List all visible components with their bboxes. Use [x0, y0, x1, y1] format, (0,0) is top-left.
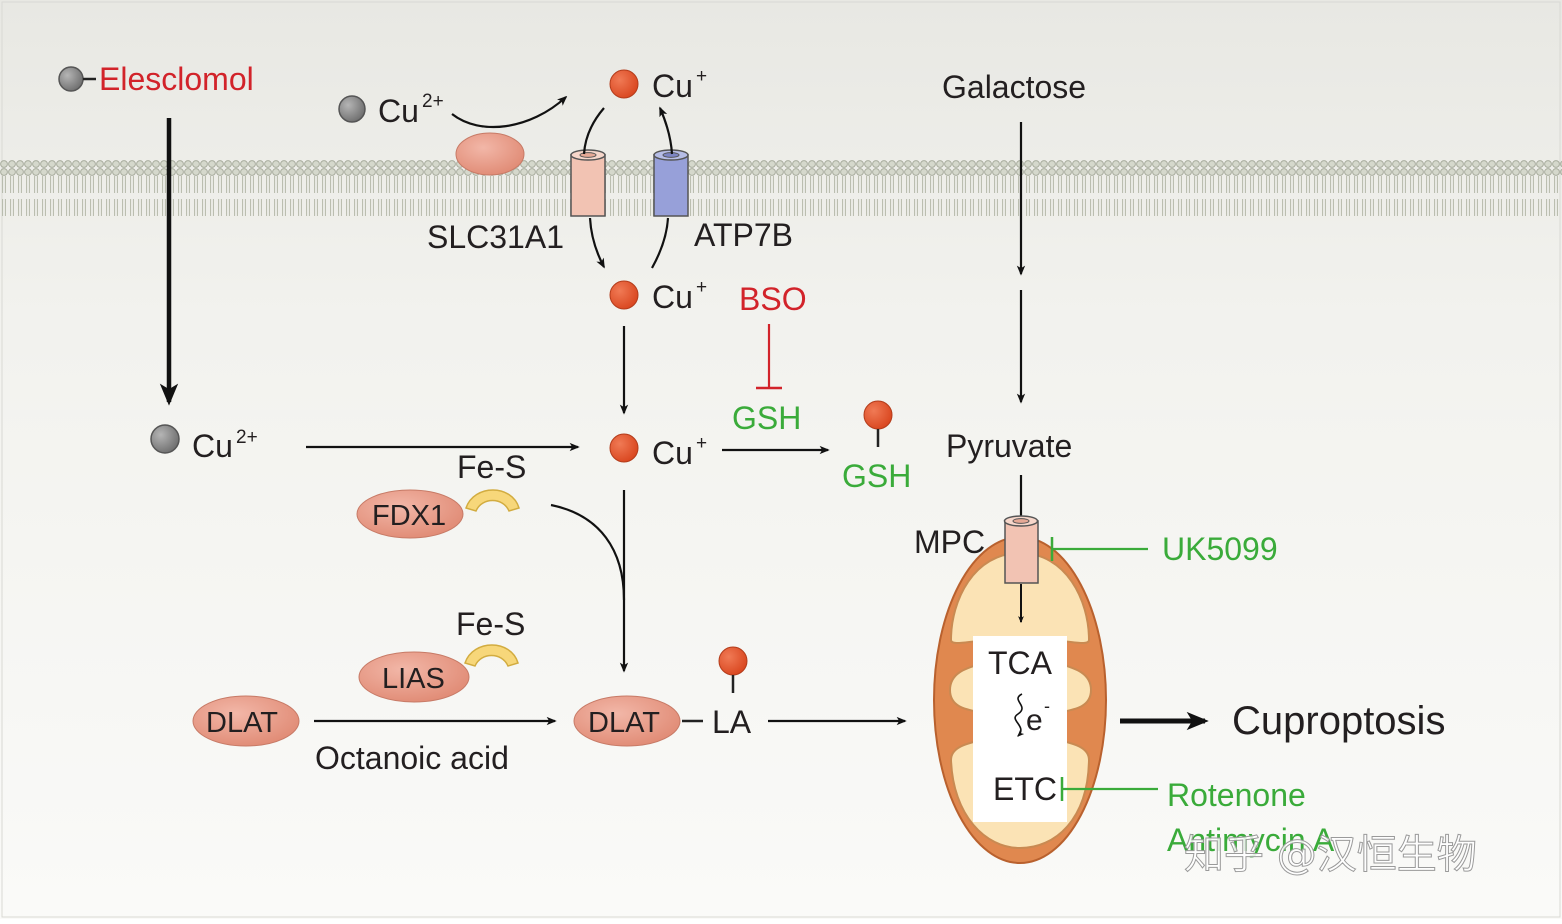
reductase-blob	[455, 132, 525, 176]
grey-copper-ion-icon	[338, 95, 366, 123]
grey-copper-ion-icon	[150, 424, 180, 454]
fes-cluster-bottom	[464, 644, 519, 667]
cu1-inside-label: Cu	[652, 279, 693, 315]
copper-ion-icon	[609, 280, 639, 310]
octanoic-acid-label: Octanoic acid	[315, 740, 509, 776]
extracellular-cu2-ion: Cu 2+	[338, 91, 444, 129]
cu-reduction-arrow	[451, 95, 568, 129]
mpc-label: MPC	[914, 524, 985, 560]
cuproptosis-label: Cuproptosis	[1232, 699, 1445, 743]
la-label: LA	[712, 704, 752, 740]
antimycin-label: Antimycin A	[1167, 822, 1335, 858]
cu1-cytosol-charge: +	[696, 433, 707, 454]
etc-label: ETC	[993, 771, 1057, 807]
fes-top-label: Fe-S	[457, 449, 526, 485]
cu1-inside-charge: +	[696, 277, 707, 298]
rotenone-label: Rotenone	[1167, 777, 1306, 813]
grey-copper-ion-icon	[58, 66, 84, 92]
import-arrow-top	[582, 107, 605, 155]
copper-ion-icon	[609, 433, 639, 463]
cu1-outside-label: Cu	[652, 68, 693, 104]
uk5099-label: UK5099	[1162, 531, 1278, 567]
slc31a1-transporter	[570, 149, 606, 217]
fes-cluster-top	[465, 489, 520, 512]
fes-bottom-label: Fe-S	[456, 606, 525, 642]
dlat-protein-right	[573, 695, 681, 747]
elesclomol-label: Elesclomol	[99, 61, 254, 97]
electron-charge: -	[1044, 696, 1050, 716]
extracellular-cu1-ion: Cu +	[609, 66, 707, 104]
galactose-label: Galactose	[942, 69, 1086, 105]
lias-label: LIAS	[382, 663, 445, 695]
cu2-outside-label: Cu	[378, 93, 419, 129]
bso-label: BSO	[739, 281, 807, 317]
export-arrow-top	[658, 106, 674, 155]
electron-squiggle-icon	[1014, 693, 1025, 737]
central-cu1-ion: Cu +	[609, 433, 707, 471]
atp7b-transporter	[653, 149, 689, 217]
cytosolic-cu1-ion: Cu +	[609, 277, 707, 315]
atp7b-label: ATP7B	[694, 217, 793, 253]
gsh-bound-label: GSH	[842, 458, 911, 494]
mpc-transporter	[1003, 515, 1039, 584]
fdx1-protein	[356, 489, 464, 539]
export-arrow-bottom	[651, 217, 670, 269]
gsh-free-label: GSH	[732, 400, 801, 436]
dlat-protein-left	[192, 695, 300, 747]
pyruvate-label: Pyruvate	[946, 428, 1072, 464]
la-copper-complex	[718, 646, 748, 693]
gsh-copper-complex: GSH	[842, 400, 911, 494]
cu2-cytosol-label: Cu	[192, 428, 233, 464]
tca-label: TCA	[988, 645, 1053, 681]
elesclomol-molecule: Elesclomol	[58, 61, 254, 97]
lias-protein	[358, 651, 470, 703]
copper-ion-icon	[718, 646, 748, 676]
cell-membrane	[0, 160, 1562, 216]
cytosolic-cu2-ion: Cu 2+	[150, 424, 258, 464]
dlat-left-label: DLAT	[206, 707, 278, 739]
fdx1-label: FDX1	[372, 500, 446, 532]
copper-ion-icon	[609, 69, 639, 99]
import-arrow-bottom	[588, 217, 605, 269]
cu2-outside-charge: 2+	[422, 91, 444, 112]
copper-ion-icon	[863, 400, 893, 430]
dlat-right-label: DLAT	[588, 707, 660, 739]
slc31a1-label: SLC31A1	[427, 219, 564, 255]
cu1-outside-charge: +	[696, 66, 707, 87]
cu1-cytosol-label: Cu	[652, 435, 693, 471]
watermark: 知乎 @汉恒生物	[1184, 832, 1477, 878]
cu2-cytosol-charge: 2+	[236, 427, 258, 448]
electron-label: e	[1026, 704, 1043, 737]
